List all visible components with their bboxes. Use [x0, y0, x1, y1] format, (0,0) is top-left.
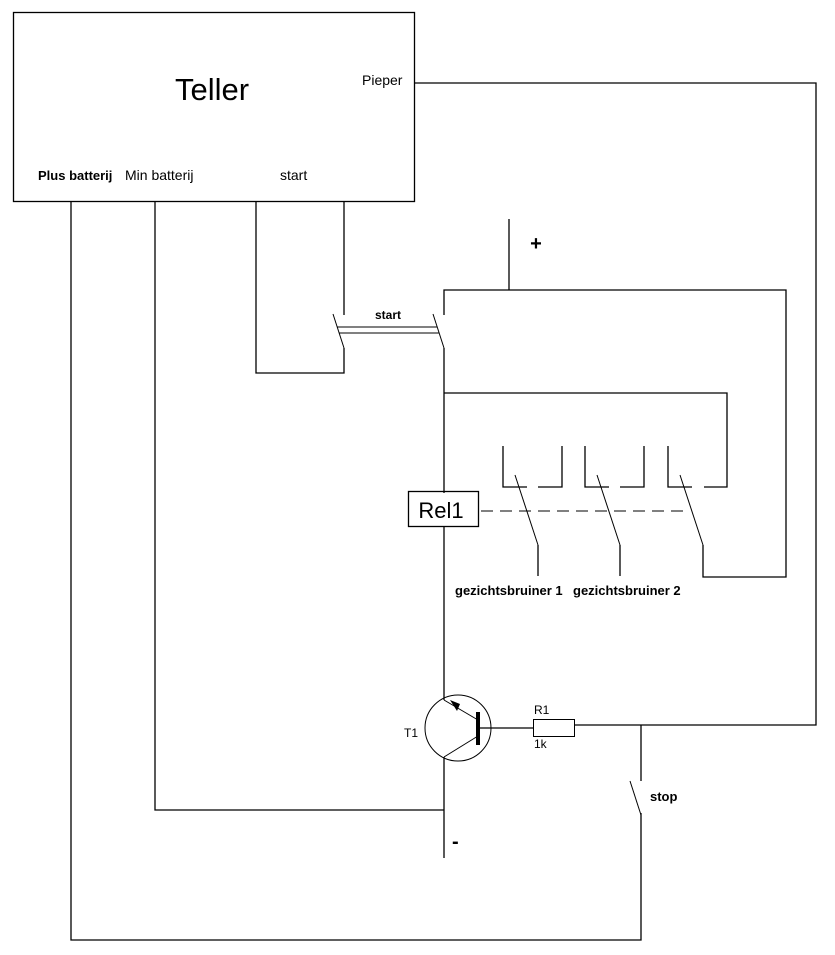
- resistor-label: R1: [534, 703, 550, 717]
- supply-loop-wire: [443, 289, 787, 578]
- pin-label-minus-battery: Min batterij: [125, 167, 193, 183]
- contact-label-2: gezichtsbruiner 2: [573, 583, 681, 598]
- contact-1-arm: [514, 474, 539, 546]
- plus-label: +: [530, 233, 542, 255]
- start-switch-contact-2: [432, 313, 445, 349]
- plus-battery-wire: [70, 201, 642, 941]
- transistor-emitter: [443, 699, 479, 721]
- stop-switch-label: stop: [650, 789, 678, 804]
- contact-common-wire: [444, 392, 728, 488]
- counter-box: [12, 11, 416, 203]
- transistor-label: T1: [404, 726, 418, 740]
- contact-2-no: [620, 446, 645, 488]
- beeper-wire: [415, 82, 817, 726]
- contact-2-nc: [584, 446, 609, 488]
- start-switch-contact-1: [332, 313, 345, 349]
- contact-2-arm: [596, 474, 621, 546]
- minus-label: -: [452, 831, 459, 853]
- resistor-r1: [533, 719, 575, 737]
- stop-switch-arm: [629, 780, 642, 816]
- contact-3-arm: [679, 474, 704, 546]
- start-wire-a: [255, 201, 345, 374]
- resistor-value: 1k: [534, 737, 548, 751]
- minus-battery-wire: [154, 201, 444, 811]
- contact-label-1: gezichtsbruiner 1: [455, 583, 563, 598]
- transistor-collector: [443, 735, 479, 758]
- transistor-base-bar: [476, 712, 480, 745]
- contact-1-nc: [502, 446, 527, 488]
- transistor-arrow-icon: [450, 700, 460, 711]
- pin-label-start: start: [280, 167, 307, 183]
- relay-box: [407, 490, 480, 528]
- pin-label-beeper: Pieper: [362, 72, 403, 88]
- contact-3-nc: [667, 446, 692, 488]
- relay-label: Rel1: [418, 498, 463, 523]
- contact-1-no: [538, 446, 563, 488]
- counter-title: Teller: [175, 72, 249, 107]
- pin-label-plus-battery: Plus batterij: [38, 168, 112, 183]
- start-switch-label: start: [375, 308, 401, 322]
